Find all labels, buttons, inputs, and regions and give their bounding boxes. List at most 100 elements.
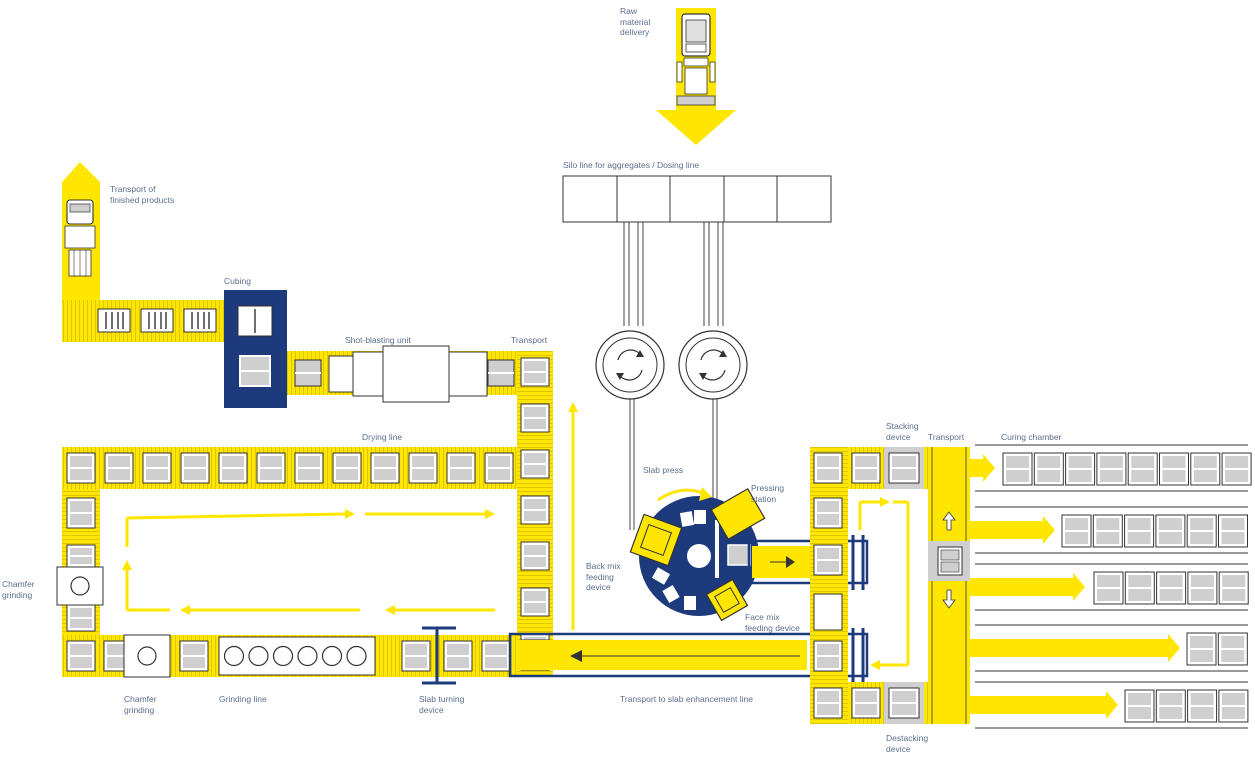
slab-turning-device (422, 626, 456, 685)
slab (1096, 518, 1120, 530)
stacker-conveyor (810, 447, 848, 724)
slab (183, 644, 205, 655)
slab (488, 456, 510, 467)
finished-products-truck (62, 162, 100, 300)
curing-chamber-label: Curing chamber (1001, 432, 1062, 442)
slab (855, 704, 877, 715)
flow-arrow-icon (970, 634, 1180, 662)
enhancement-transport (508, 628, 869, 683)
slab (1193, 470, 1217, 482)
destacking-device-label: Destacking device (886, 733, 929, 754)
up-arrow-icon (942, 511, 956, 531)
slab (855, 456, 877, 467)
slab (485, 657, 507, 668)
slab (1097, 575, 1120, 587)
transport-enhancement-label: Transport to slab enhancement line (620, 694, 753, 704)
slab (1127, 532, 1151, 544)
slab (1193, 456, 1217, 468)
grinding-head (297, 645, 318, 667)
empty-board (813, 593, 843, 631)
slab (70, 657, 92, 668)
slab (524, 545, 546, 555)
slab (1131, 456, 1155, 468)
slab (184, 456, 206, 467)
slab (817, 501, 839, 512)
slab (146, 456, 168, 467)
slab-press-label: Slab press (643, 465, 684, 475)
slab (298, 469, 320, 480)
slab (1222, 589, 1246, 601)
left-conveyor-pallets (66, 497, 96, 632)
slab (1158, 518, 1182, 530)
slab (817, 644, 839, 655)
slab (817, 548, 839, 559)
slab (524, 591, 546, 601)
flow-arrow-icon (970, 573, 1085, 601)
slab (1190, 532, 1214, 544)
slab (488, 469, 510, 480)
slab (817, 561, 839, 572)
slab (817, 657, 839, 668)
back-mix-label: Back mix feeding device (586, 561, 621, 592)
slab (1221, 532, 1245, 544)
shot-blasting-unit (328, 345, 488, 403)
slab (1131, 470, 1155, 482)
stacking-pallets (813, 452, 920, 719)
slab (70, 501, 92, 512)
slab (222, 456, 244, 467)
slab (374, 469, 396, 480)
slab (1006, 470, 1029, 482)
raw-material-truck (656, 8, 736, 145)
slab (524, 373, 546, 383)
grinding-head (321, 645, 343, 667)
slab (405, 657, 427, 668)
flow-arrow-icon (122, 402, 578, 630)
rotating-mixer-icon (595, 330, 665, 530)
slab (70, 644, 92, 655)
slab (1221, 518, 1245, 530)
slab (1159, 575, 1183, 587)
slab (146, 469, 168, 480)
slab (70, 548, 92, 555)
slab (374, 456, 396, 467)
slab (1221, 636, 1245, 648)
rotating-mixer-icon (678, 330, 748, 500)
cubing-label: Cubing (224, 276, 251, 286)
slab (524, 361, 546, 371)
slab-turning-label: Slab turning device (419, 694, 465, 715)
slab (1159, 589, 1183, 601)
slab (1190, 650, 1213, 662)
chamfer-grinding-left (56, 566, 104, 606)
down-arrow-icon (942, 589, 956, 609)
slab (1099, 456, 1123, 468)
transport-lane (928, 447, 970, 724)
slab (817, 514, 839, 525)
grinding-head (223, 645, 245, 667)
slab (1006, 456, 1029, 468)
slab (412, 469, 434, 480)
slab-press (629, 487, 766, 622)
slab (183, 657, 205, 668)
grinding-line-label: Grinding line (219, 694, 267, 704)
slab (184, 469, 206, 480)
slab (1068, 456, 1092, 468)
slab (1225, 456, 1249, 468)
slab (524, 557, 546, 567)
slab (412, 456, 434, 467)
slab (108, 456, 130, 467)
flow-arrow-icon (858, 497, 910, 670)
slab (817, 469, 839, 480)
face-mix-label: Face mix feeding device (745, 612, 800, 633)
slab (107, 644, 129, 655)
drying-line-label: Drying line (362, 432, 403, 442)
flow-arrow-icon (970, 454, 995, 482)
grinding-head (272, 645, 294, 667)
slab (485, 644, 507, 655)
slab (524, 453, 546, 463)
slab (336, 469, 358, 480)
slab (405, 644, 427, 655)
slab (524, 603, 546, 613)
flow-arrow-icon (970, 516, 1055, 544)
transport-finished-label: Transport of finished products (110, 184, 175, 205)
